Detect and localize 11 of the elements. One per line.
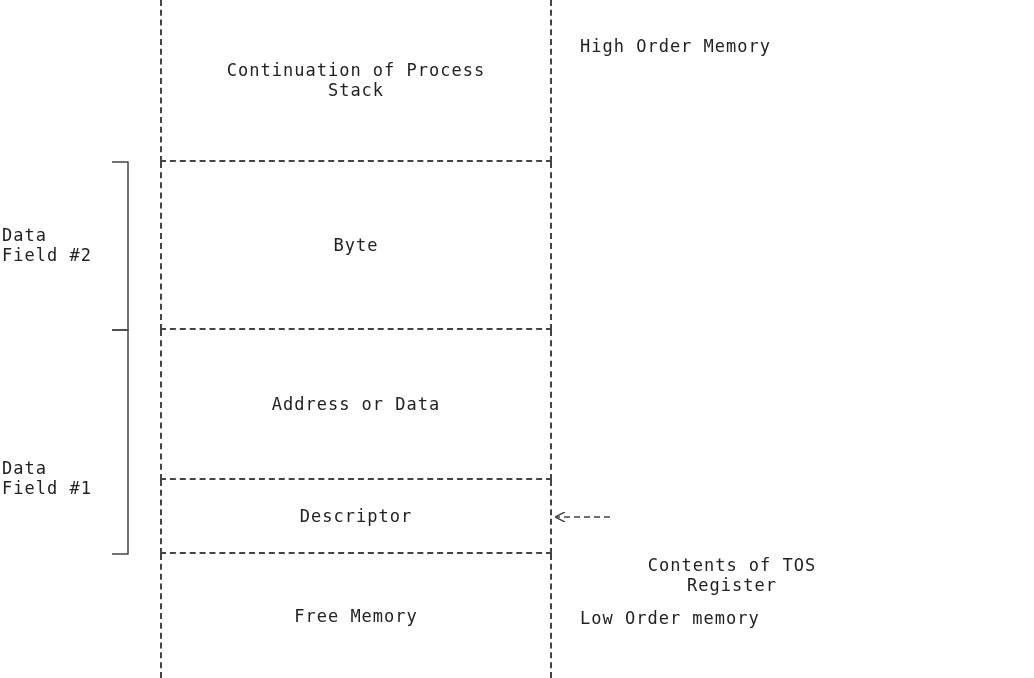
- memory-cell: Address or Data: [160, 330, 552, 480]
- memory-cell: Descriptor: [160, 480, 552, 554]
- memory-cell: Byte: [160, 162, 552, 330]
- memory-label: Low Order memory: [580, 608, 761, 628]
- memory-cell: Continuation of Process Stack: [160, 0, 552, 162]
- register-label: Contents of TOS Register: [612, 555, 852, 595]
- memory-cell: Free Memory: [160, 554, 552, 678]
- memory-label: High Order Memory: [580, 36, 772, 56]
- field-label: Data Field #1: [2, 458, 93, 498]
- field-label: Data Field #2: [2, 225, 93, 265]
- arrow: [554, 511, 611, 523]
